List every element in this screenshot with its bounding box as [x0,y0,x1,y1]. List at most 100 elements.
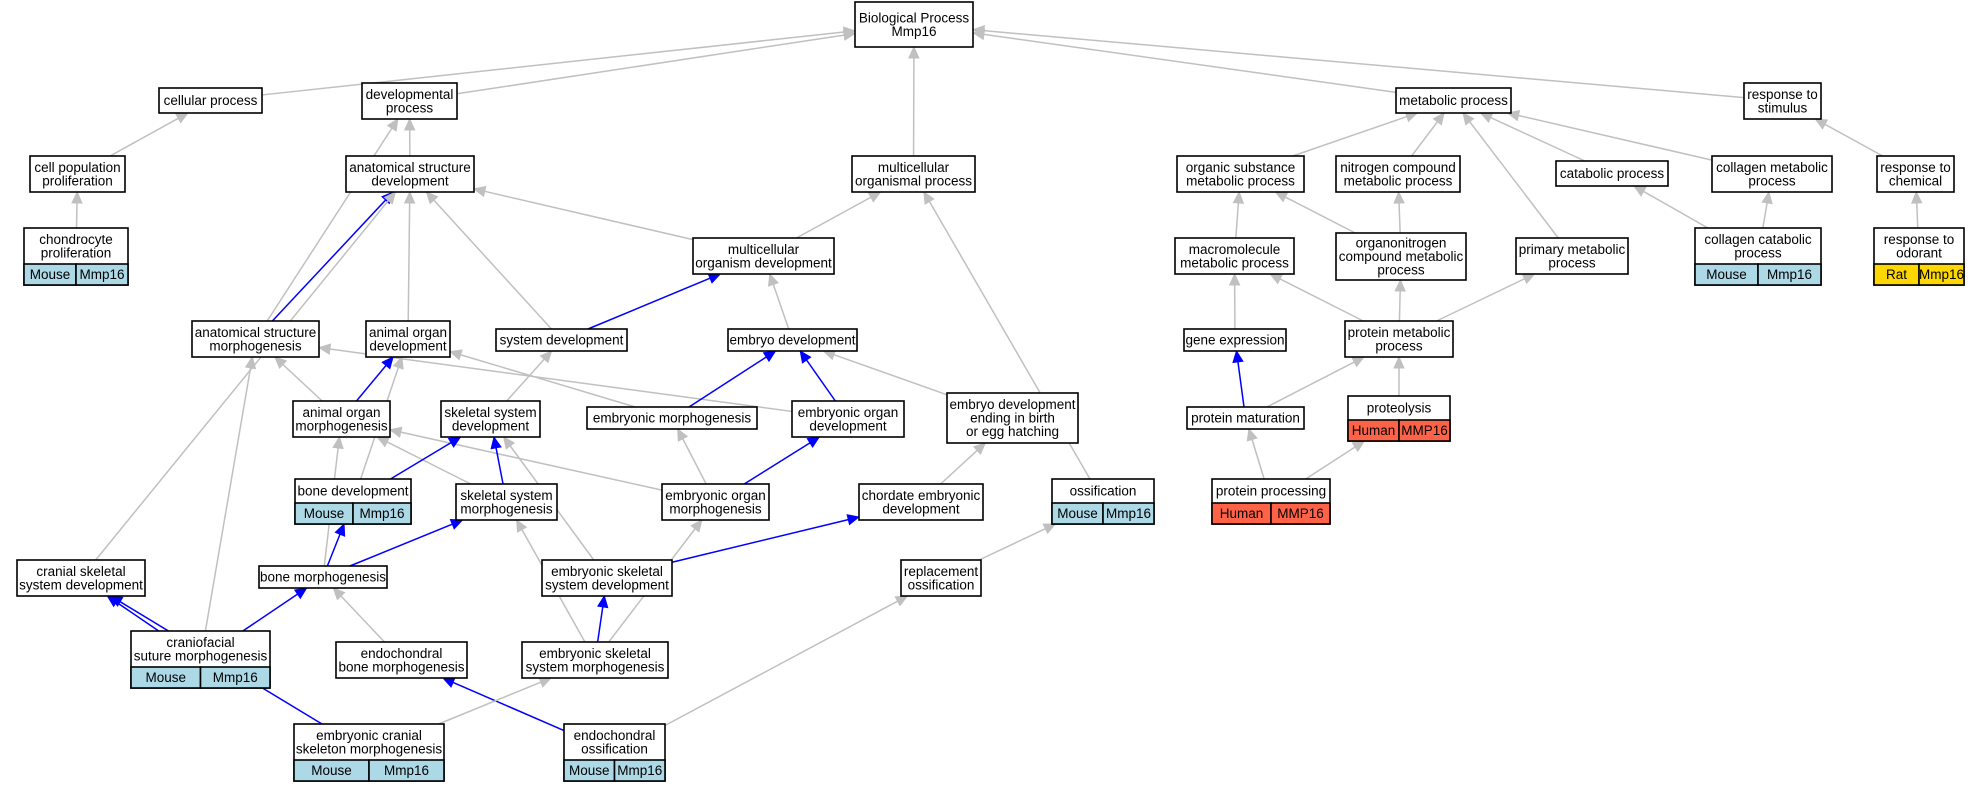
arrowhead-icon [677,427,689,442]
term-node-box [1335,155,1461,193]
arrowhead-icon [707,273,722,284]
annotation-tag-label: Mmp16 [1106,506,1151,521]
edge-developmental-to-bp [456,29,857,95]
term-node-box [858,483,984,521]
term-label: organic substance [1186,160,1296,175]
term-node-gene-expr[interactable]: gene expression [1183,328,1287,352]
term-node-metabolic[interactable]: metabolic process [1395,87,1512,114]
term-node-system-dev[interactable]: system development [495,328,628,352]
edge-endo-oss-to-replacement [664,595,909,727]
edge-collagen-met-to-metabolic [1506,109,1713,161]
annotation-tag-mouse: Mmp16 [75,263,129,286]
term-label: or egg hatching [966,424,1059,439]
annotation-tag-label: Human [1220,506,1264,521]
edge-line [833,353,948,396]
term-node-box [365,320,451,358]
term-label: ossification [1070,484,1137,499]
term-node-protein-mat[interactable]: protein maturation [1186,406,1305,430]
arrowhead-icon [768,272,779,287]
edge-response-stim-to-bp [971,24,1745,99]
arrowhead-icon [273,356,288,370]
term-node-embryo-dev[interactable]: embryo development [727,328,858,352]
annotation-tag-label: Mouse [1706,267,1747,282]
term-label: development [369,338,447,353]
arrowhead-icon [1269,273,1284,285]
arrowhead-icon [403,117,416,131]
edge-line [349,523,453,567]
term-label: metabolic process [1344,173,1453,188]
annotation-tag-label: Mmp16 [359,506,404,521]
term-node-cellular[interactable]: cellular process [158,87,263,114]
term-label: gene expression [1185,333,1284,348]
annotation-tag-mouse: Mmp16 [1757,263,1822,286]
arrowhead-icon [317,343,332,355]
arrowhead-icon [293,587,308,600]
arrowhead-icon [1232,349,1244,364]
arrowhead-icon [1910,190,1923,204]
arrowhead-icon [441,677,456,688]
annotation-tag-label: Mmp16 [617,763,662,778]
term-label: odorant [1896,245,1942,260]
term-label: anatomical structure [349,160,471,175]
term-label: process [1377,263,1425,278]
edge-collagen-cat-to-collagen-met [1761,190,1773,229]
term-node-bone-morph[interactable]: bone morphogenesis [258,565,388,589]
arrowhead-icon [1351,440,1366,453]
arrowhead-icon [908,45,920,59]
term-label: embryonic organ [798,405,899,420]
annotation-tag-cell [1757,263,1822,286]
term-node-emb-morph[interactable]: embryonic morphogenesis [586,406,758,430]
arrowhead-icon [332,435,344,450]
term-node-catabolic[interactable]: catabolic process [1555,160,1669,187]
edge-proteolysis-to-protein-met [1393,355,1405,396]
edge-animal-organ-morph-to-anat-morph [273,356,323,402]
term-node-box [1186,406,1305,430]
term-node-box [335,641,468,679]
term-label: collagen catabolic [1704,232,1812,247]
term-label: development [882,501,960,516]
arrowhead-icon [244,355,257,370]
term-node-box [1174,237,1295,275]
term-label: embryo development [729,333,855,348]
term-label: skeleton morphogenesis [296,741,443,756]
